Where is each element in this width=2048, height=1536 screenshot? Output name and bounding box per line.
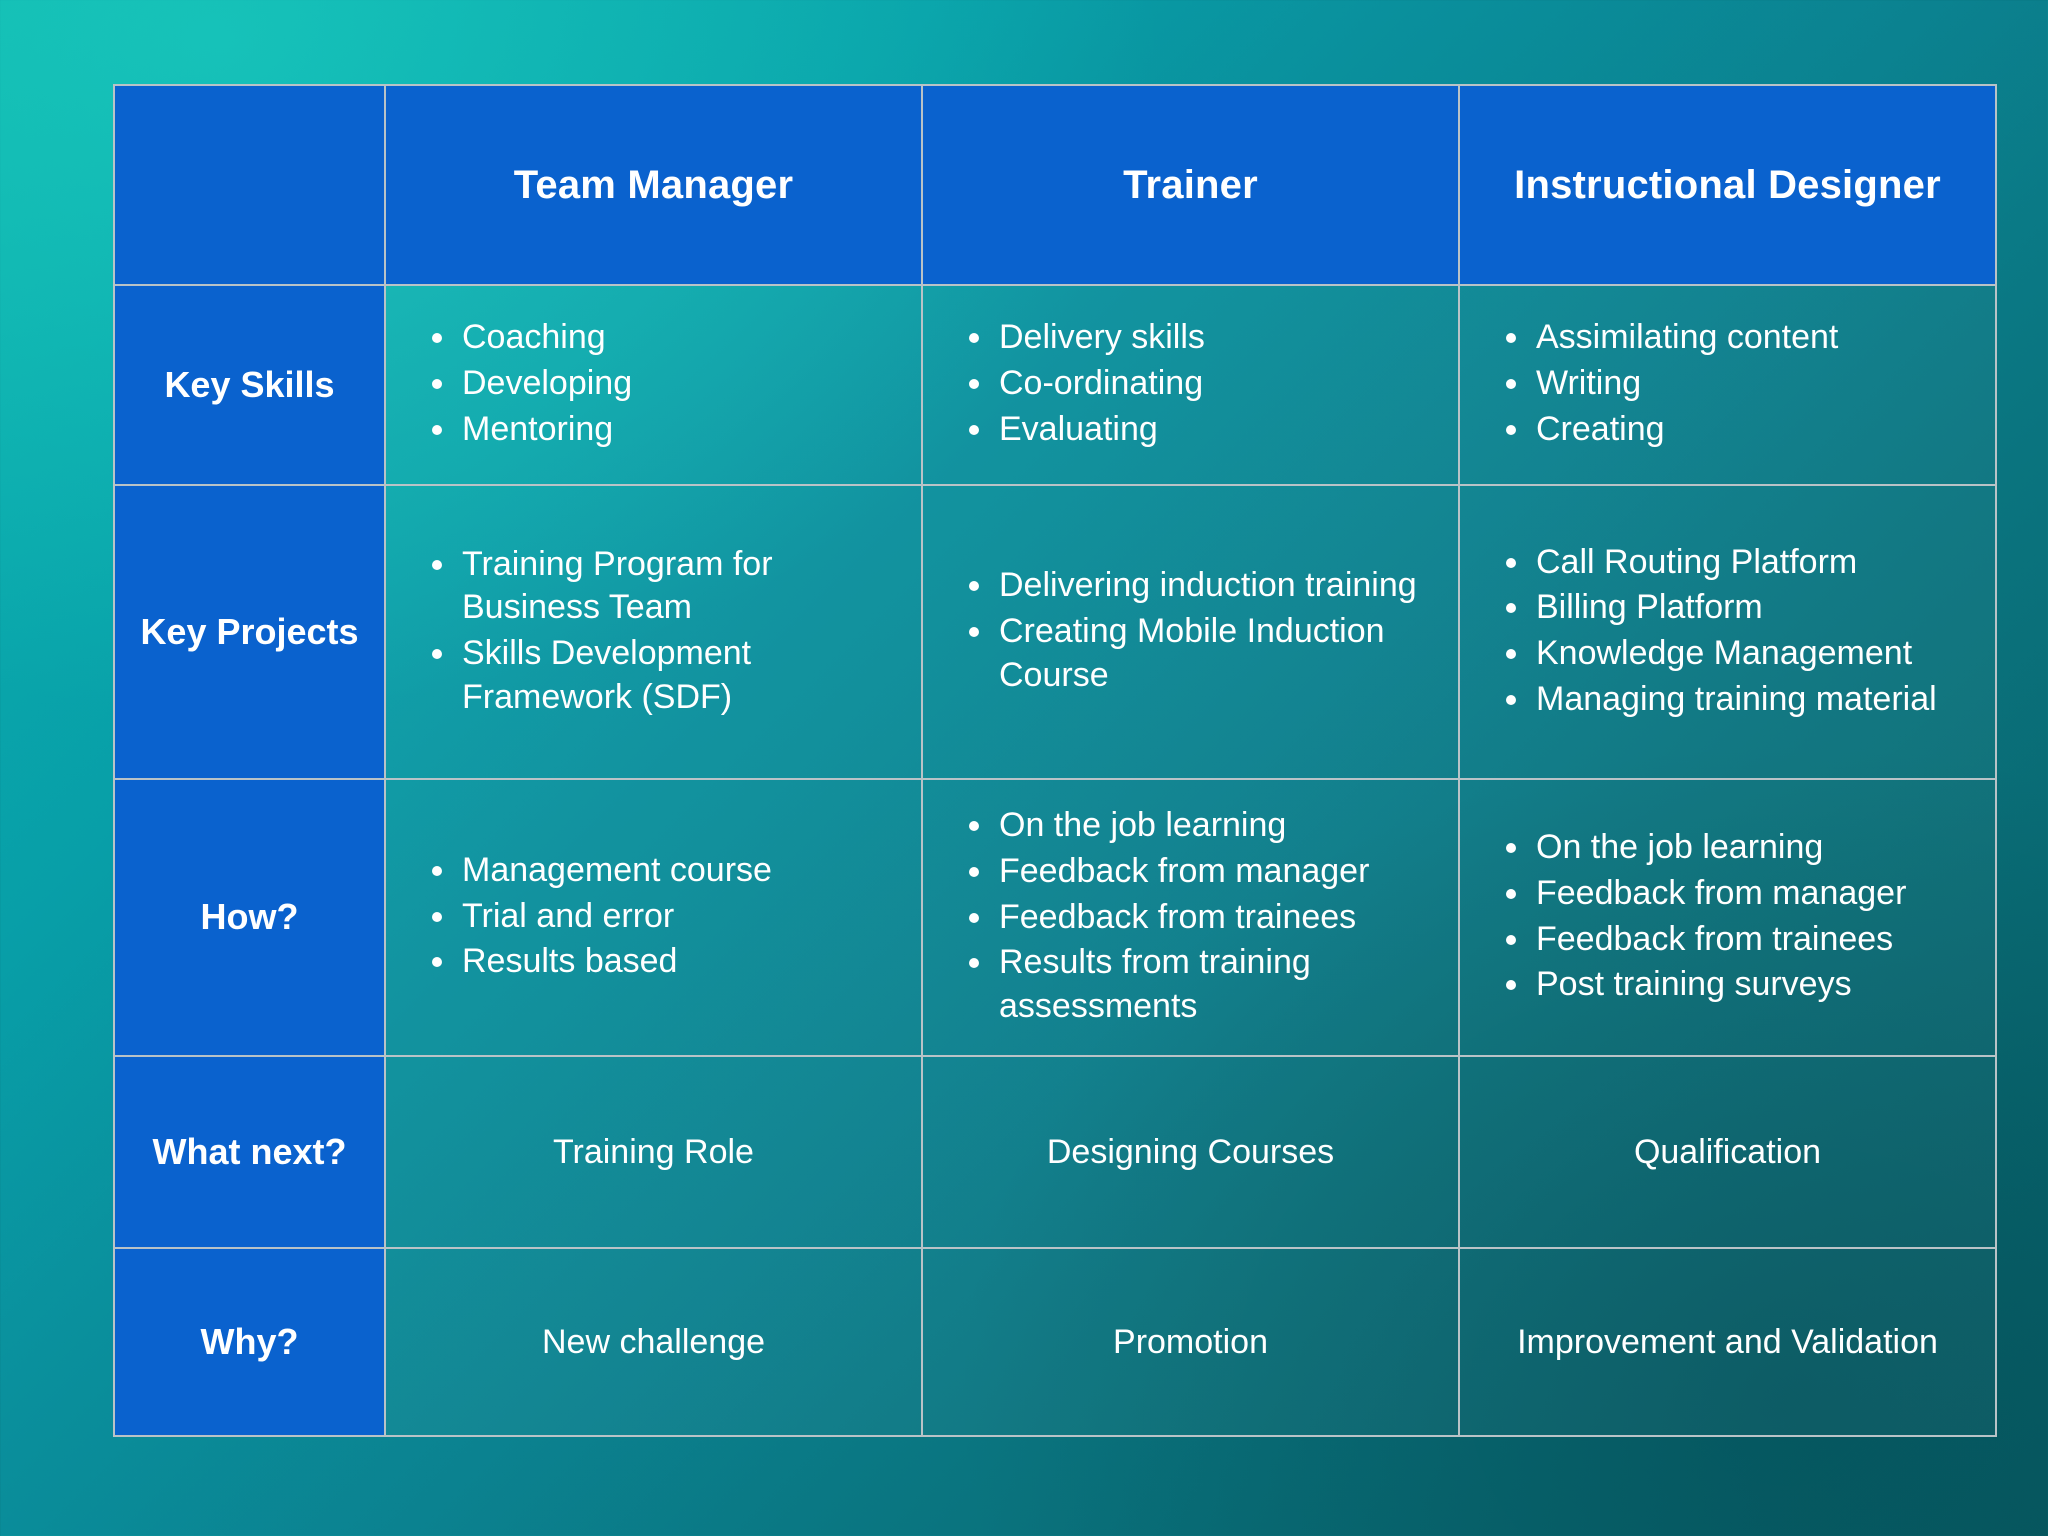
list-item: Evaluating <box>969 408 1444 452</box>
cell-how-instructional-designer: On the job learning Feedback from manage… <box>1458 778 1997 1057</box>
list-item: Trial and error <box>432 895 907 939</box>
list-item: Feedback from manager <box>969 850 1444 894</box>
table-row-key-projects: Key Projects Training Program for Busine… <box>113 484 1997 780</box>
header-corner-cell <box>113 84 386 286</box>
row-label-key-skills: Key Skills <box>113 284 386 486</box>
cell-value: Qualification <box>1633 1132 1822 1171</box>
row-label-key-projects: Key Projects <box>113 484 386 780</box>
comparison-matrix: Team Manager Trainer Instructional Desig… <box>113 84 1997 1437</box>
table-row-what-next: What next? Training Role Designing Cours… <box>113 1055 1997 1249</box>
table-row-why: Why? New challenge Promotion Improvement… <box>113 1247 1997 1437</box>
list-item: Assimilating content <box>1506 316 1981 360</box>
list-item: Co-ordinating <box>969 362 1444 406</box>
list-item: Creating Mobile Induction Course <box>969 610 1444 697</box>
bullet-list: Training Program for Business Team Skill… <box>386 543 921 720</box>
bullet-list: Delivering induction training Creating M… <box>923 564 1458 697</box>
list-item: Training Program for Business Team <box>432 543 907 630</box>
list-item: Feedback from trainees <box>969 896 1444 940</box>
cell-key-skills-instructional-designer: Assimilating content Writing Creating <box>1458 284 1997 486</box>
list-item: Feedback from manager <box>1506 872 1981 916</box>
cell-key-skills-team-manager: Coaching Developing Mentoring <box>384 284 923 486</box>
bullet-list: Assimilating content Writing Creating <box>1460 316 1995 451</box>
header-cell-instructional-designer: Instructional Designer <box>1458 84 1997 286</box>
header-cell-trainer: Trainer <box>921 84 1460 286</box>
bullet-list: Delivery skills Co-ordinating Evaluating <box>923 316 1458 451</box>
table-header-row: Team Manager Trainer Instructional Desig… <box>113 84 1997 286</box>
row-label-what-next: What next? <box>113 1055 386 1249</box>
list-item: On the job learning <box>1506 826 1981 870</box>
list-item: Delivering induction training <box>969 564 1444 608</box>
bullet-list: On the job learning Feedback from manage… <box>923 804 1458 1028</box>
column-header-instructional-designer: Instructional Designer <box>1514 162 1941 207</box>
list-item: Skills Development Framework (SDF) <box>432 632 907 719</box>
table-row-how: How? Management course Trial and error R… <box>113 778 1997 1057</box>
cell-why-team-manager: New challenge <box>384 1247 923 1437</box>
cell-key-projects-team-manager: Training Program for Business Team Skill… <box>384 484 923 780</box>
list-item: Management course <box>432 849 907 893</box>
column-header-trainer: Trainer <box>1123 162 1258 207</box>
list-item: Billing Platform <box>1506 586 1981 630</box>
list-item: Post training surveys <box>1506 963 1981 1007</box>
column-header-team-manager: Team Manager <box>513 162 794 207</box>
list-item: Delivery skills <box>969 316 1444 360</box>
list-item: Knowledge Management <box>1506 632 1981 676</box>
list-item: Feedback from trainees <box>1506 918 1981 962</box>
cell-key-projects-instructional-designer: Call Routing Platform Billing Platform K… <box>1458 484 1997 780</box>
list-item: Managing training material <box>1506 678 1981 722</box>
list-item: Mentoring <box>432 408 907 452</box>
list-item: Results from training assessments <box>969 941 1444 1028</box>
cell-what-next-instructional-designer: Qualification <box>1458 1055 1997 1249</box>
list-item: Writing <box>1506 362 1981 406</box>
cell-key-projects-trainer: Delivering induction training Creating M… <box>921 484 1460 780</box>
cell-key-skills-trainer: Delivery skills Co-ordinating Evaluating <box>921 284 1460 486</box>
list-item: Results based <box>432 940 907 984</box>
cell-why-instructional-designer: Improvement and Validation <box>1458 1247 1997 1437</box>
role-comparison-table: Team Manager Trainer Instructional Desig… <box>113 84 1997 1437</box>
list-item: Call Routing Platform <box>1506 541 1981 585</box>
cell-value: Promotion <box>1113 1322 1268 1361</box>
cell-why-trainer: Promotion <box>921 1247 1460 1437</box>
cell-value: Improvement and Validation <box>1517 1322 1938 1361</box>
cell-how-trainer: On the job learning Feedback from manage… <box>921 778 1460 1057</box>
table-body: Team Manager Trainer Instructional Desig… <box>113 84 1997 1437</box>
row-label-why: Why? <box>113 1247 386 1437</box>
header-cell-team-manager: Team Manager <box>384 84 923 286</box>
bullet-list: On the job learning Feedback from manage… <box>1460 826 1995 1007</box>
bullet-list: Coaching Developing Mentoring <box>386 316 921 451</box>
cell-value: Training Role <box>553 1132 754 1171</box>
list-item: Coaching <box>432 316 907 360</box>
cell-value: Designing Courses <box>1046 1132 1335 1171</box>
cell-what-next-team-manager: Training Role <box>384 1055 923 1249</box>
list-item: Creating <box>1506 408 1981 452</box>
bullet-list: Management course Trial and error Result… <box>386 849 921 984</box>
list-item: Developing <box>432 362 907 406</box>
bullet-list: Call Routing Platform Billing Platform K… <box>1460 541 1995 722</box>
cell-what-next-trainer: Designing Courses <box>921 1055 1460 1249</box>
cell-how-team-manager: Management course Trial and error Result… <box>384 778 923 1057</box>
list-item: On the job learning <box>969 804 1444 848</box>
table-row-key-skills: Key Skills Coaching Developing Mentoring… <box>113 284 1997 486</box>
cell-value: New challenge <box>541 1322 766 1361</box>
row-label-how: How? <box>113 778 386 1057</box>
